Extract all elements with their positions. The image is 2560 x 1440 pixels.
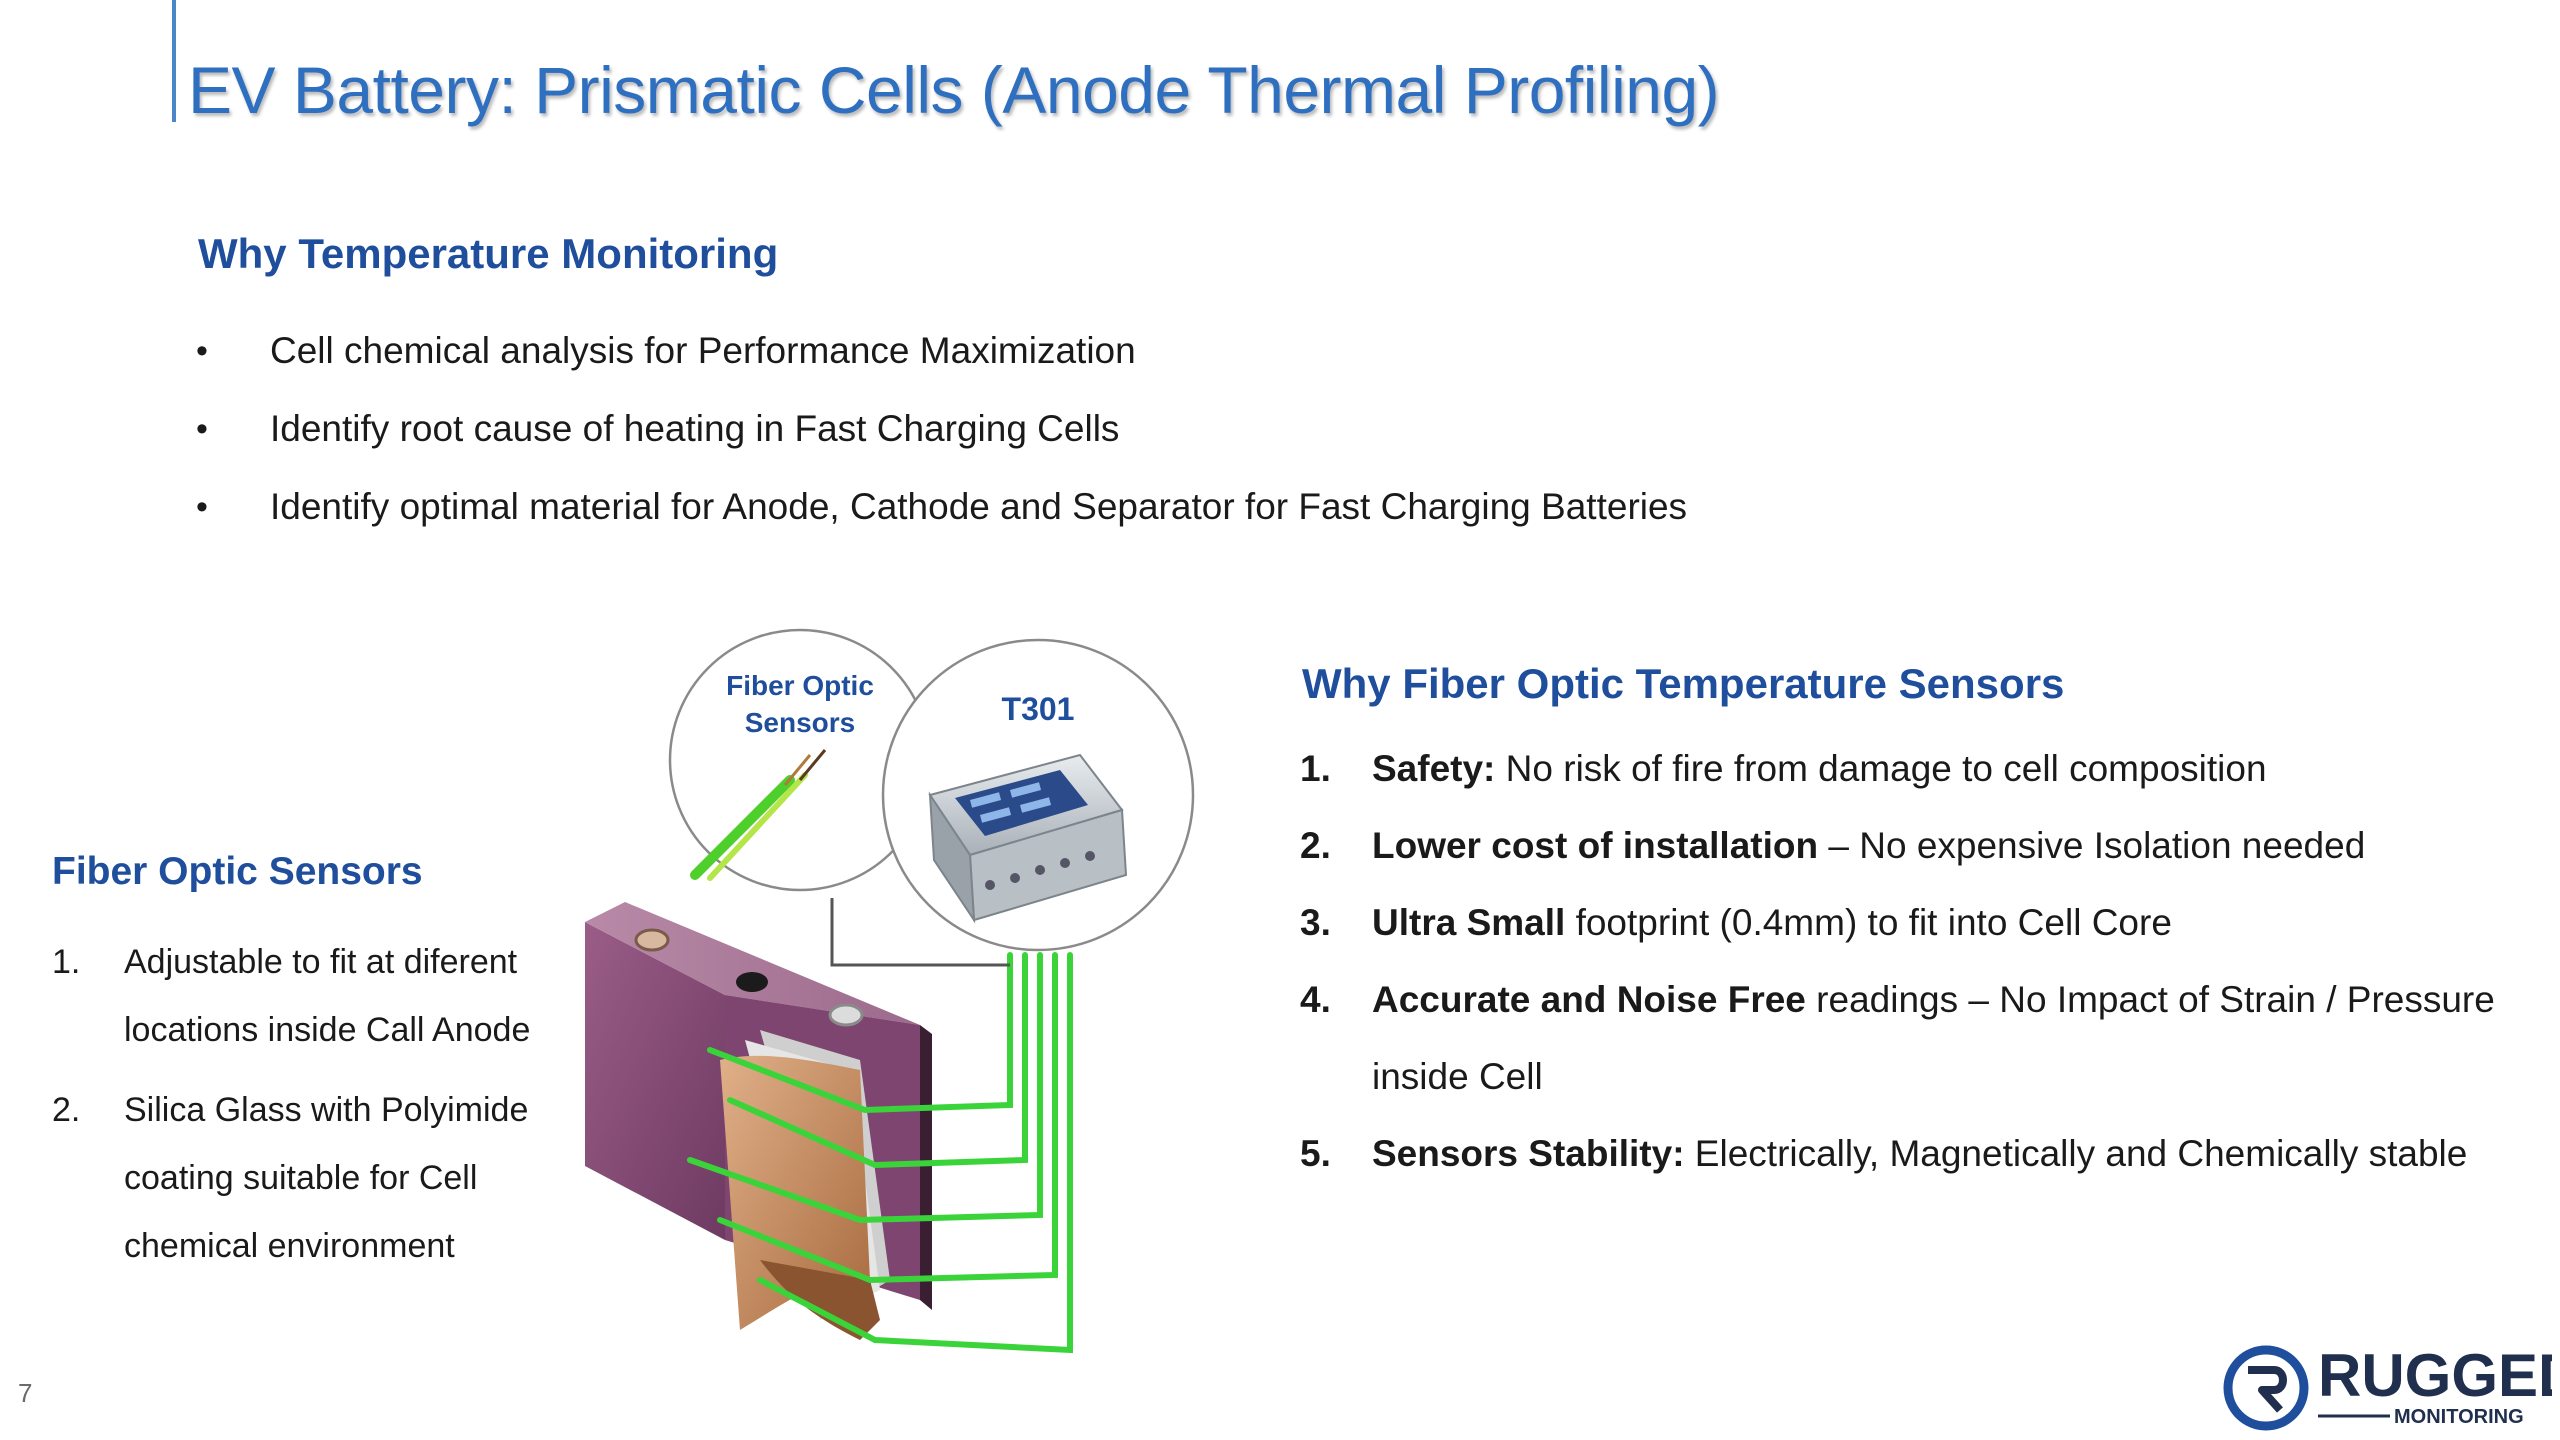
- item-text: readings – No Impact of Strain / Pressur…: [1372, 979, 2495, 1097]
- item-number: 4.: [1300, 979, 1331, 1020]
- item-number: 2.: [1300, 825, 1331, 866]
- list-item: 1. Safety: No risk of fire from damage to…: [1300, 730, 2530, 807]
- item-number: 2.: [52, 1091, 81, 1129]
- item-bold-text: Sensors Stability:: [1372, 1133, 1685, 1174]
- item-number: 5.: [1300, 1133, 1331, 1174]
- item-text: footprint (0.4mm) to fit into Cell Core: [1565, 902, 2172, 943]
- item-number: 1.: [52, 943, 81, 981]
- why-fiber-list: 1. Safety: No risk of fire from damage to…: [1300, 730, 2530, 1192]
- list-item: • Identify optimal material for Anode, Ca…: [196, 468, 1896, 546]
- bullet-dot: •: [196, 410, 208, 448]
- sensor-label-line2: Sensors: [745, 707, 856, 738]
- rugged-monitoring-logo: RUGGED MONITORING: [2223, 1342, 2552, 1431]
- why-temperature-heading: Why Temperature Monitoring: [198, 230, 779, 277]
- battery-sensor-diagram: Fiber Optic Sensors T301: [585, 628, 1195, 1354]
- logo-emblem-icon: [2223, 1345, 2309, 1431]
- item-bold-text: Ultra Small: [1372, 902, 1566, 943]
- list-item: 2. Lower cost of installation – No expens…: [1300, 807, 2530, 884]
- item-text: Adjustable to fit at diferent locations …: [124, 943, 531, 1049]
- item-bold-text: Lower cost of installation: [1372, 825, 1819, 866]
- logo-word: RUGGED: [2318, 1342, 2552, 1409]
- logo-subtitle: MONITORING: [2394, 1406, 2524, 1428]
- page-number: 7: [18, 1378, 33, 1408]
- sensor-label-line1: Fiber Optic: [726, 670, 874, 701]
- list-item: • Identify root cause of heating in Fast …: [196, 390, 1896, 468]
- item-number: 3.: [1300, 902, 1331, 943]
- why-fiber-heading: Why Fiber Optic Temperature Sensors: [1302, 660, 2065, 707]
- list-item: 2. Silica Glass with Polyimide coating su…: [52, 1076, 572, 1280]
- item-number: 1.: [1300, 748, 1331, 789]
- t301-device-icon: [928, 753, 1128, 924]
- slide-title: EV Battery: Prismatic Cells (Anode Therm…: [188, 53, 1720, 127]
- device-label: T301: [1002, 691, 1075, 727]
- item-text: Silica Glass with Polyimide coating suit…: [124, 1091, 529, 1265]
- fiber-cables: [687, 952, 1073, 1354]
- prismatic-cell: [585, 902, 932, 1340]
- list-item: 5. Sensors Stability: Electrically, Magne…: [1300, 1115, 2530, 1192]
- list-item: 1. Adjustable to fit at diferent location…: [52, 928, 572, 1064]
- fiber-optic-heading: Fiber Optic Sensors: [52, 850, 423, 893]
- t301-callout: T301: [881, 638, 1195, 952]
- item-bold-text: Safety:: [1372, 748, 1496, 789]
- bullet-dot: •: [196, 332, 208, 370]
- bullet-dot: •: [196, 488, 208, 526]
- bullet-text: Cell chemical analysis for Performance M…: [270, 330, 1136, 371]
- title-accent-bar: [172, 0, 176, 122]
- item-text: No risk of fire from damage to cell comp…: [1495, 748, 2267, 789]
- bullet-text: Identify root cause of heating in Fast C…: [270, 408, 1120, 449]
- bullet-text: Identify optimal material for Anode, Cat…: [270, 486, 1688, 527]
- list-item: • Cell chemical analysis for Performance …: [196, 312, 1896, 390]
- item-bold-text: Accurate and Noise Free: [1372, 979, 1806, 1020]
- item-text: – No expensive Isolation needed: [1818, 825, 2366, 866]
- list-item: 3. Ultra Small footprint (0.4mm) to fit i…: [1300, 884, 2530, 961]
- fiber-optic-list: 1. Adjustable to fit at diferent location…: [52, 928, 572, 1292]
- item-text: Electrically, Magnetically and Chemicall…: [1684, 1133, 2468, 1174]
- connector-line: [830, 898, 1010, 967]
- list-item: 4. Accurate and Noise Free readings – No …: [1300, 961, 2530, 1115]
- why-temperature-list: • Cell chemical analysis for Performance …: [196, 312, 1896, 546]
